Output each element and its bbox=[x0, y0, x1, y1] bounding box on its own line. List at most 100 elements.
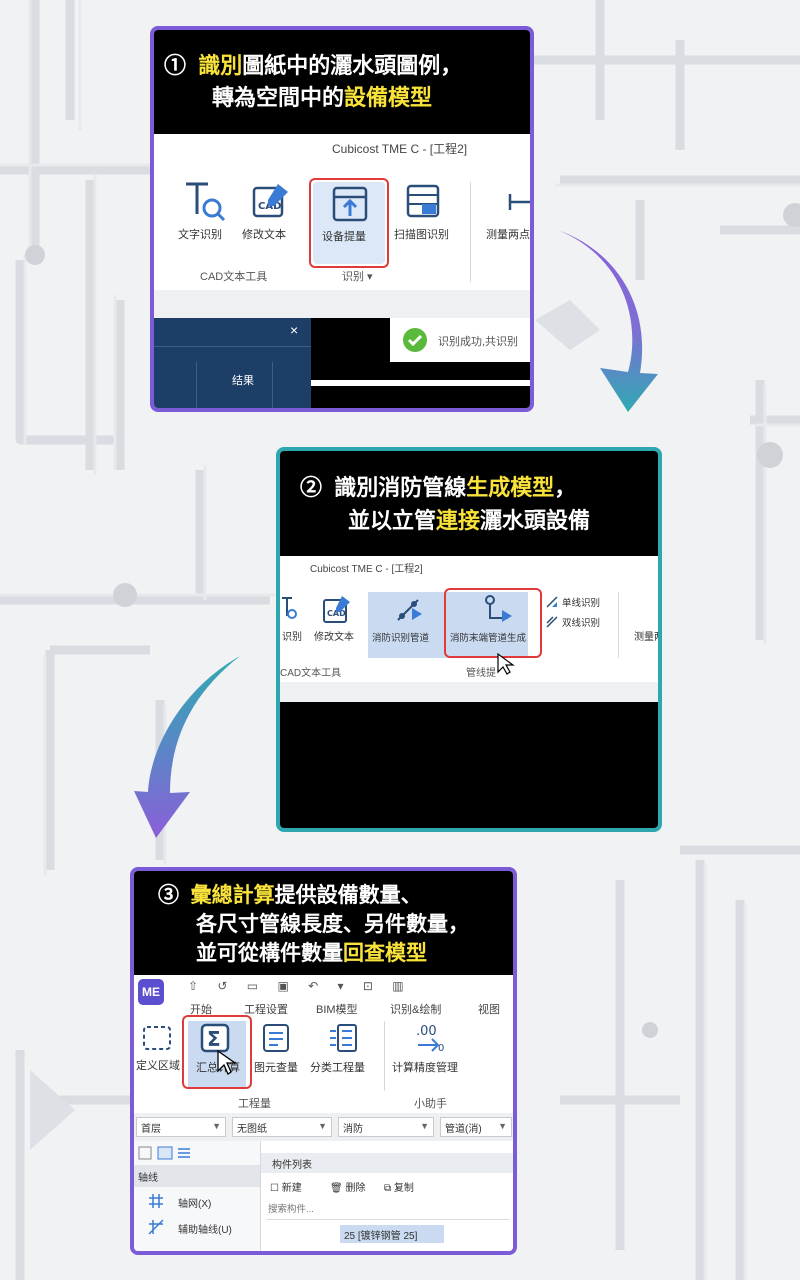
tool-measure[interactable]: 测量两 bbox=[634, 632, 662, 643]
app-logo[interactable]: ME bbox=[138, 979, 164, 1005]
tool-highlight bbox=[313, 182, 385, 264]
tool-edit-text[interactable]: 修改文本 bbox=[314, 632, 354, 643]
step-2-line-2: 並以立管連接灑水頭設備 bbox=[300, 504, 658, 537]
svg-text:CAD: CAD bbox=[258, 201, 281, 212]
heading-text: 識別消防管線 bbox=[334, 475, 467, 500]
highlight-box bbox=[444, 588, 542, 658]
tab-view[interactable]: 视图 bbox=[478, 1004, 500, 1016]
text-recognize-icon bbox=[282, 597, 297, 619]
list-item-selected[interactable]: 25 [镀锌钢管 25] bbox=[340, 1225, 444, 1243]
component-type-select[interactable]: 管道(消)▼ bbox=[440, 1117, 512, 1137]
ribbon-separator bbox=[384, 1021, 385, 1091]
group-quantity: 工程量 bbox=[238, 1098, 271, 1110]
tab-project-settings[interactable]: 工程设置 bbox=[244, 1004, 288, 1016]
highlight-text: 識別 bbox=[198, 53, 243, 78]
step-1-screenshot: Cubicost TME C - [工程2] 文字识别 CAD 修改文本 设备提… bbox=[154, 134, 530, 408]
tool-element-quantity[interactable]: 图元查量 bbox=[254, 1062, 298, 1074]
drawing-select[interactable]: 无图纸▼ bbox=[232, 1117, 332, 1137]
highlight-text: 彙總計算 bbox=[190, 884, 275, 907]
svg-text:0: 0 bbox=[438, 1043, 444, 1054]
floor-select[interactable]: 首层▼ bbox=[136, 1117, 226, 1137]
component-search-input[interactable] bbox=[266, 1199, 510, 1220]
step-2-screenshot: Cubicost TME C - [工程2] 识别 CAD 修改文本 消防识别管… bbox=[280, 556, 658, 828]
fire-end-pipe-icon bbox=[485, 595, 512, 622]
step-1-line-2: 轉為空間中的設備模型 bbox=[164, 82, 530, 114]
heading-text: 各尺寸管線長度、另件數量， bbox=[196, 913, 469, 936]
tool-text-recognize[interactable]: 文字识别 bbox=[178, 229, 222, 241]
ribbon-bottom-bar bbox=[154, 290, 530, 318]
tab-bim-model[interactable]: BIM模型 bbox=[316, 1004, 358, 1016]
step-1-line-1: ① 識別圖紙中的灑水頭圖例， bbox=[164, 50, 530, 82]
tree-item-grid[interactable]: 轴网(X) bbox=[178, 1199, 212, 1210]
mouse-cursor-icon bbox=[217, 1049, 238, 1075]
step-1-heading: ① 識別圖紙中的灑水頭圖例， 轉為空間中的設備模型 bbox=[154, 30, 530, 134]
highlight-text: 設備模型 bbox=[344, 85, 433, 110]
tool-fire-pipe-recognize[interactable]: 消防识别管道 bbox=[372, 633, 430, 644]
element-quantity-icon bbox=[263, 1024, 289, 1052]
sigma-sum-icon: Σ bbox=[200, 1023, 230, 1053]
group-cad-text-tools: CAD文本工具 bbox=[200, 271, 268, 283]
tool-single-line[interactable]: 单线识别 bbox=[562, 598, 601, 609]
tree-header-row bbox=[134, 1165, 260, 1187]
success-check-icon bbox=[403, 328, 427, 352]
heading-text: ， bbox=[554, 475, 577, 500]
step-2-card: ② 識別消防管線生成模型， 並以立管連接灑水頭設備 Cubicost TME C… bbox=[276, 447, 662, 832]
app-title: Cubicost TME C - [工程2] bbox=[332, 142, 468, 156]
highlight-text: 連接 bbox=[436, 508, 481, 533]
tool-device-quantity[interactable]: 设备提量 bbox=[322, 231, 366, 243]
panel-col-divider-2 bbox=[272, 362, 273, 408]
tool-measure[interactable]: 测量两点 bbox=[486, 229, 530, 241]
tree-panel bbox=[134, 1141, 261, 1251]
ribbon-separator bbox=[618, 592, 619, 658]
tool-fire-end-pipe[interactable]: 消防末端管道生成 bbox=[450, 633, 527, 644]
new-button[interactable]: ☐ 新建 bbox=[270, 1183, 302, 1194]
step-3-line-1: ③ 彙總計算提供設備數量、 bbox=[158, 881, 513, 910]
text-recognize-icon bbox=[186, 182, 226, 222]
step-3-line-3: 並可從構件數量回查模型 bbox=[158, 939, 513, 968]
svg-text:.00: .00 bbox=[416, 1024, 437, 1039]
precision-icon: .00 0 bbox=[416, 1024, 444, 1054]
tool-scan-recognize[interactable]: 扫描图识别 bbox=[394, 229, 449, 241]
tree-header[interactable]: 轴线 bbox=[138, 1173, 158, 1184]
panel-divider bbox=[154, 346, 311, 347]
step-3-screenshot: ME ⇧ ↺ ▭ ▣ ↶ ▾ ⊡ ▥ 开始 工程设置 BIM模型 识别&绘制 视… bbox=[134, 975, 513, 1251]
heading-text: 灑水頭設備 bbox=[480, 508, 591, 533]
step-2-heading: ② 識別消防管線生成模型， 並以立管連接灑水頭設備 bbox=[280, 451, 658, 556]
cad-edit-icon: CAD bbox=[252, 184, 288, 218]
svg-text:Σ: Σ bbox=[207, 1027, 221, 1051]
define-area-icon bbox=[143, 1026, 171, 1050]
tree-view-toggle-icon[interactable] bbox=[138, 1145, 198, 1163]
tool-define-area[interactable]: 定义区域 bbox=[136, 1060, 180, 1072]
step-number: ① bbox=[164, 53, 187, 78]
tool-recognize[interactable]: 识别 bbox=[282, 632, 302, 643]
tab-start[interactable]: 开始 bbox=[190, 1004, 212, 1016]
ribbon-bottom-bar bbox=[280, 682, 658, 702]
new-icon: ☐ bbox=[270, 1183, 279, 1194]
device-quantity-icon bbox=[332, 186, 368, 222]
app-title: Cubicost TME C - [工程2] bbox=[310, 564, 423, 575]
scan-recognize-icon bbox=[406, 184, 440, 218]
tool-double-line[interactable]: 双线识别 bbox=[562, 618, 601, 629]
close-icon[interactable]: × bbox=[290, 322, 299, 338]
arrow-1-to-2 bbox=[558, 230, 658, 412]
tool-category-quantity[interactable]: 分类工程量 bbox=[310, 1062, 365, 1074]
list-title-bar bbox=[261, 1153, 513, 1173]
canvas-area bbox=[280, 702, 658, 828]
tool-edit-text[interactable]: 修改文本 bbox=[242, 229, 286, 241]
step-2-line-1: ② 識別消防管線生成模型， bbox=[300, 471, 658, 504]
panel-tab-result[interactable]: 结果 bbox=[232, 375, 254, 387]
tab-recognize-draw[interactable]: 识别&绘制 bbox=[390, 1004, 442, 1016]
heading-text: 並以立管 bbox=[348, 508, 437, 533]
delete-button[interactable]: 🗑 删除 bbox=[330, 1183, 366, 1194]
tree-item-aux-axis[interactable]: 辅助轴线(U) bbox=[178, 1225, 232, 1236]
step-number: ③ bbox=[158, 884, 179, 907]
highlight-text: 回查模型 bbox=[343, 942, 427, 965]
category-quantity-icon bbox=[330, 1024, 357, 1052]
tool-precision-manage[interactable]: 计算精度管理 bbox=[392, 1062, 458, 1074]
copy-button[interactable]: ⧉ 复制 bbox=[384, 1183, 414, 1194]
group-recognize: 识别 ▾ bbox=[342, 271, 373, 283]
quick-access-toolbar[interactable]: ⇧ ↺ ▭ ▣ ↶ ▾ ⊡ ▥ bbox=[188, 979, 412, 993]
toast-message: 识别成功,共识别 bbox=[438, 336, 519, 348]
arrow-2-to-3 bbox=[134, 656, 240, 838]
discipline-select[interactable]: 消防▼ bbox=[338, 1117, 434, 1137]
